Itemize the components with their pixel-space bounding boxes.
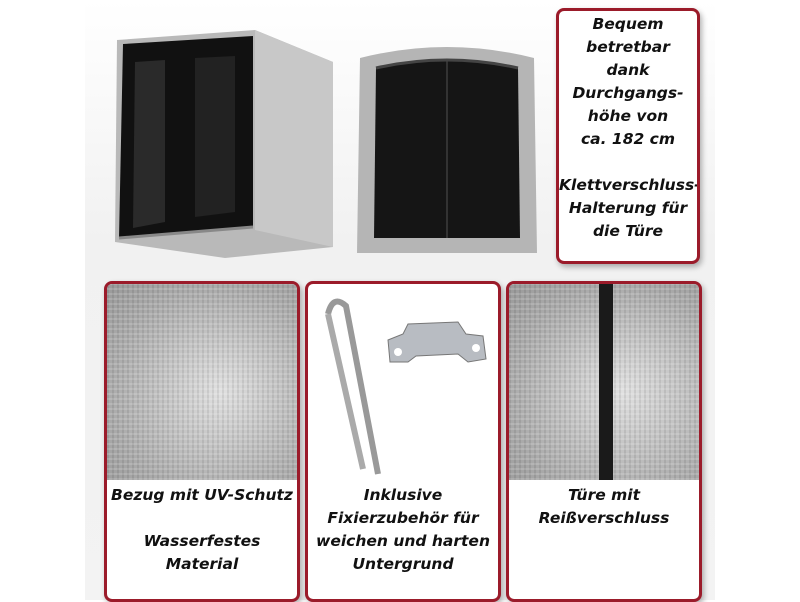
feature-card-uv: Bezug mit UV-Schutz Wasserfestes Materia… <box>104 281 300 602</box>
info-line: ca. 182 cm <box>580 130 676 148</box>
info-line: höhe von <box>587 107 669 125</box>
info-line: dank <box>606 61 650 79</box>
tent-open-image <box>115 30 333 258</box>
info-line: Durchgangs- <box>572 84 684 102</box>
fabric-closeup-image <box>107 284 297 480</box>
tent-closed-image <box>357 47 537 253</box>
feature-line: weichen und harten <box>316 532 490 550</box>
info-line: Halterung für <box>568 199 688 217</box>
spacer <box>559 151 697 174</box>
feature-line: Untergrund <box>352 555 454 573</box>
info-line: die Türe <box>592 222 664 240</box>
feature-line: Inklusive <box>363 486 443 504</box>
headroom-info-box: Bequem betretbar dank Durchgangs- höhe v… <box>556 8 700 264</box>
info-line: betretbar <box>586 38 670 56</box>
feature-card-zipper: Türe mit Reißverschluss <box>506 281 702 602</box>
feature-line: Fixierzubehör für <box>327 509 479 527</box>
feature-line: Bezug mit UV-Schutz <box>111 486 293 504</box>
feature-line: Türe mit <box>567 486 641 504</box>
feature-card-accessories: Inklusive Fixierzubehör für weichen und … <box>305 281 501 602</box>
info-line: Bequem <box>592 15 664 33</box>
pegs-and-bracket-image <box>325 298 487 475</box>
feature-line: Reißverschluss <box>538 509 670 527</box>
zipper-icon <box>599 284 613 480</box>
feature-line: Material <box>165 555 239 573</box>
feature-line: Wasserfestes <box>143 532 261 550</box>
info-line: Klettverschluss- <box>559 176 700 194</box>
